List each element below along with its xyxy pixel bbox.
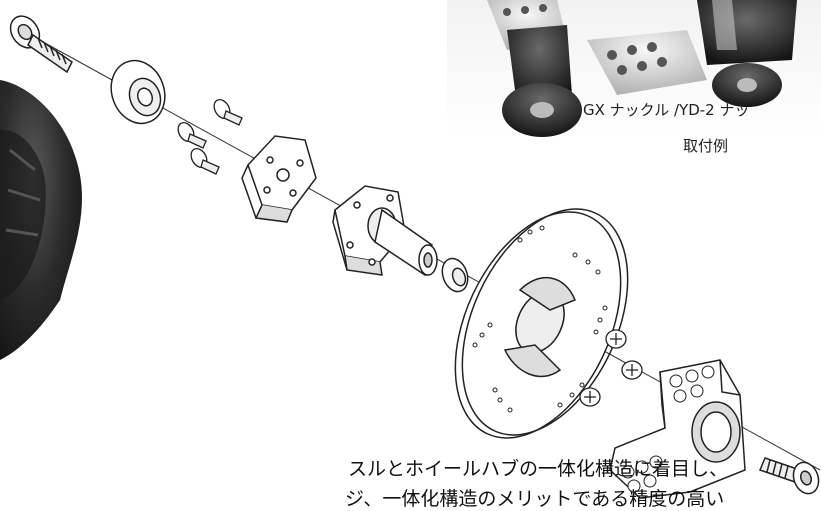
product-photo xyxy=(447,0,821,137)
hex-plate xyxy=(241,135,317,223)
bolt-left xyxy=(9,15,73,74)
knuckle-closeup-photo xyxy=(0,80,82,360)
description-line1: スルとホイールハブの一体化構造に着目し、 xyxy=(348,458,729,480)
photo-caption-line2: 取付例 xyxy=(683,137,729,155)
hub-axle xyxy=(332,185,438,277)
brake-disc xyxy=(454,208,629,439)
description-line2: ジ、一体化構造のメリットである精度の高い xyxy=(345,488,725,510)
disc-screws xyxy=(579,329,643,407)
small-screws xyxy=(177,99,243,175)
spacer-ring xyxy=(441,257,469,293)
bolt-right xyxy=(759,457,820,495)
collar xyxy=(110,59,166,125)
photo-caption-line1: GX ナックル /YD-2 ナッ xyxy=(583,101,750,119)
knuckle xyxy=(609,359,746,499)
